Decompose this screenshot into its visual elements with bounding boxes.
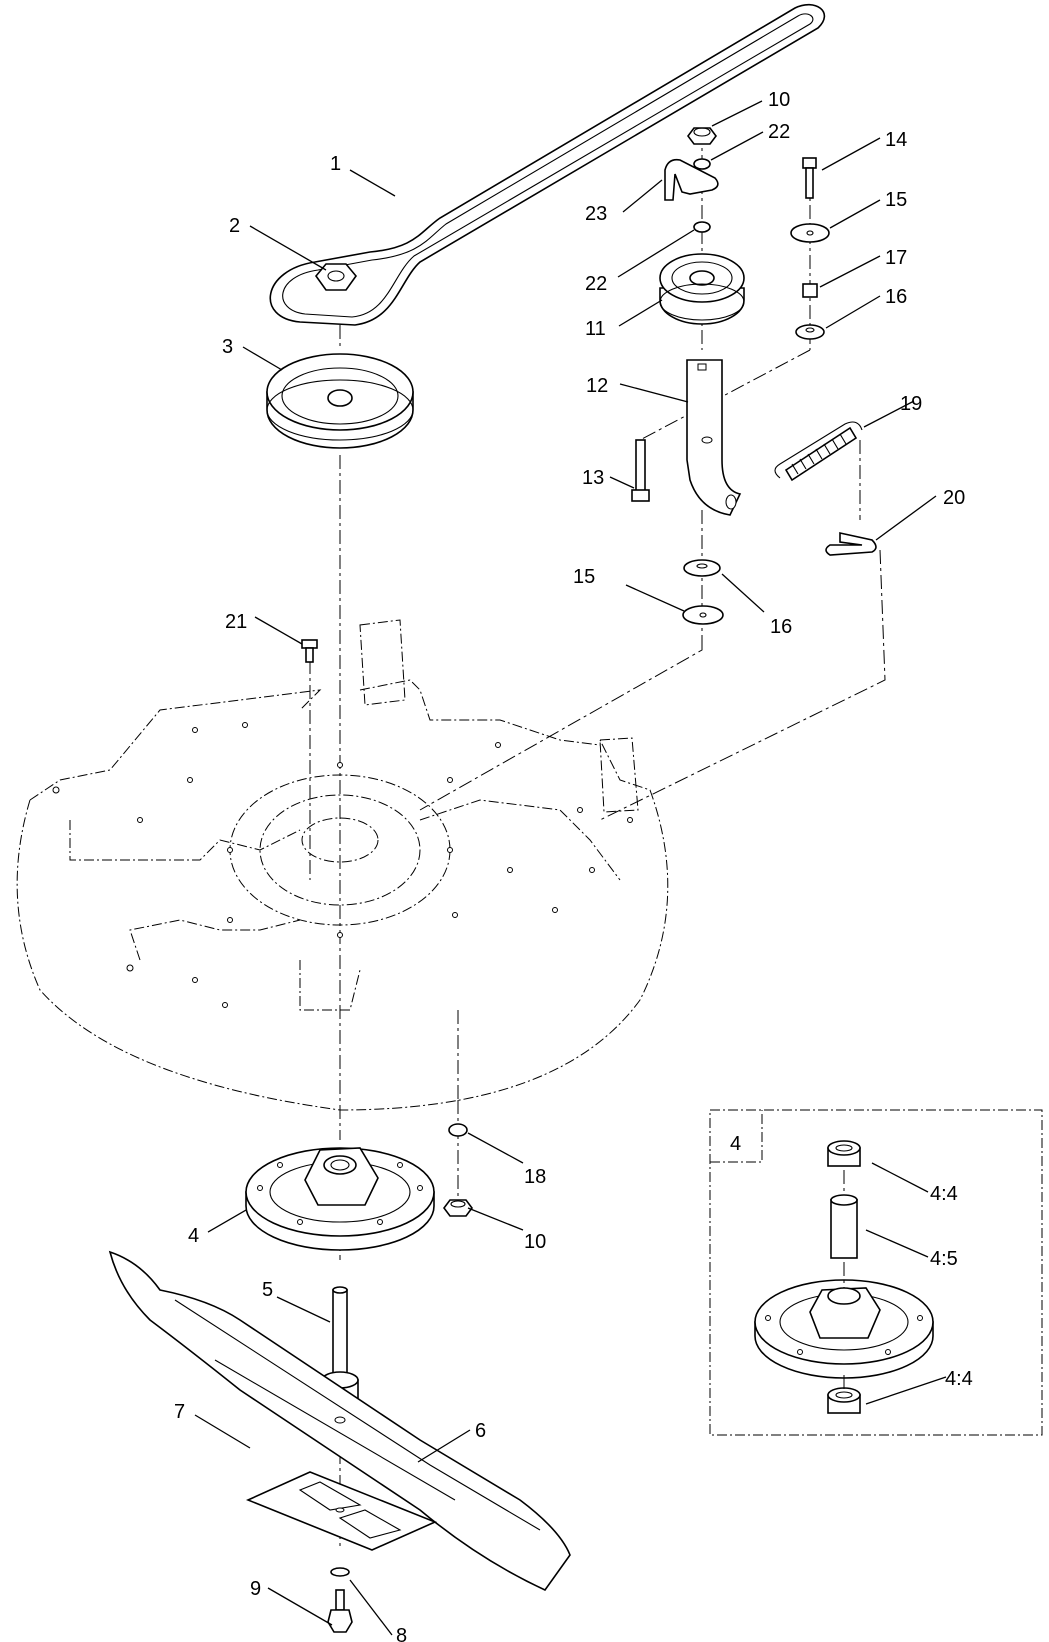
callout-4-5: 4:5 [930,1248,958,1270]
mower-blade [108,1250,571,1592]
flat-washer-lower [682,605,724,625]
callout-14: 14 [885,129,907,151]
callout-10-lower: 10 [524,1231,546,1253]
callout-22-lower: 22 [585,273,607,295]
flat-washer-upper [790,223,830,243]
mower-deck [16,619,669,1111]
callout-4: 4 [188,1225,199,1247]
blade-washer [330,1567,350,1577]
spring-anchor-bolt [802,157,817,199]
idler-pivot-bolt [631,439,650,502]
pulley-nut [314,263,358,291]
callout-5: 5 [262,1279,273,1301]
callout-2: 2 [229,215,240,237]
callout-1: 1 [330,153,341,175]
leader-lines [194,100,947,1636]
idler-locknut [687,127,717,145]
spacer [802,283,818,298]
callout-15-upper: 15 [885,189,907,211]
detail-spacer-tube [830,1194,858,1259]
detail-box [709,1109,1043,1436]
callout-10-top: 10 [768,89,790,111]
idler-spring [774,421,863,482]
detail-spindle-housing [754,1279,934,1379]
callout-16-upper: 16 [885,286,907,308]
callout-13: 13 [582,467,604,489]
callout-4-4-upper: 4:4 [930,1183,958,1205]
callout-22-top: 22 [768,121,790,143]
spindle-washer [448,1123,468,1137]
spindle-housing [245,1147,435,1251]
callout-4-4-lower: 4:4 [945,1368,973,1390]
blade-stiffener [245,1471,438,1551]
callout-3: 3 [222,336,233,358]
drive-belt [269,3,826,326]
blade-drive-pulley [266,353,414,449]
spring-hook [825,532,877,556]
callout-19: 19 [900,393,922,415]
idler-pulley [659,253,745,325]
callout-20: 20 [943,487,965,509]
callout-9: 9 [250,1578,261,1600]
callout-11: 11 [585,318,606,340]
callout-6: 6 [475,1420,486,1442]
callout-8: 8 [396,1625,407,1642]
idler-arm [686,359,742,516]
belt-guide-hook [664,158,719,201]
callout-21: 21 [225,611,247,633]
callout-15-lower: 15 [573,566,595,588]
callout-16-lower: 16 [770,616,792,638]
thick-washer-upper [795,324,825,340]
callout-23: 23 [585,203,607,225]
spindle-locknut [443,1199,473,1217]
thick-washer-lower [683,559,721,577]
deck-bolt [301,639,318,663]
callout-18: 18 [524,1166,546,1188]
callout-7: 7 [174,1401,185,1423]
callouts: 1 2 3 10 22 23 22 11 12 13 14 15 17 16 1… [174,89,973,1642]
idler-washer-upper [693,158,711,170]
detail-bearing-upper [827,1140,861,1167]
blade-bolt [327,1589,353,1633]
callout-17: 17 [885,247,907,269]
detail-box-label: 4 [730,1133,741,1155]
callout-12: 12 [586,375,608,397]
idler-washer-lower [693,221,711,233]
detail-bearing-lower [827,1387,861,1414]
